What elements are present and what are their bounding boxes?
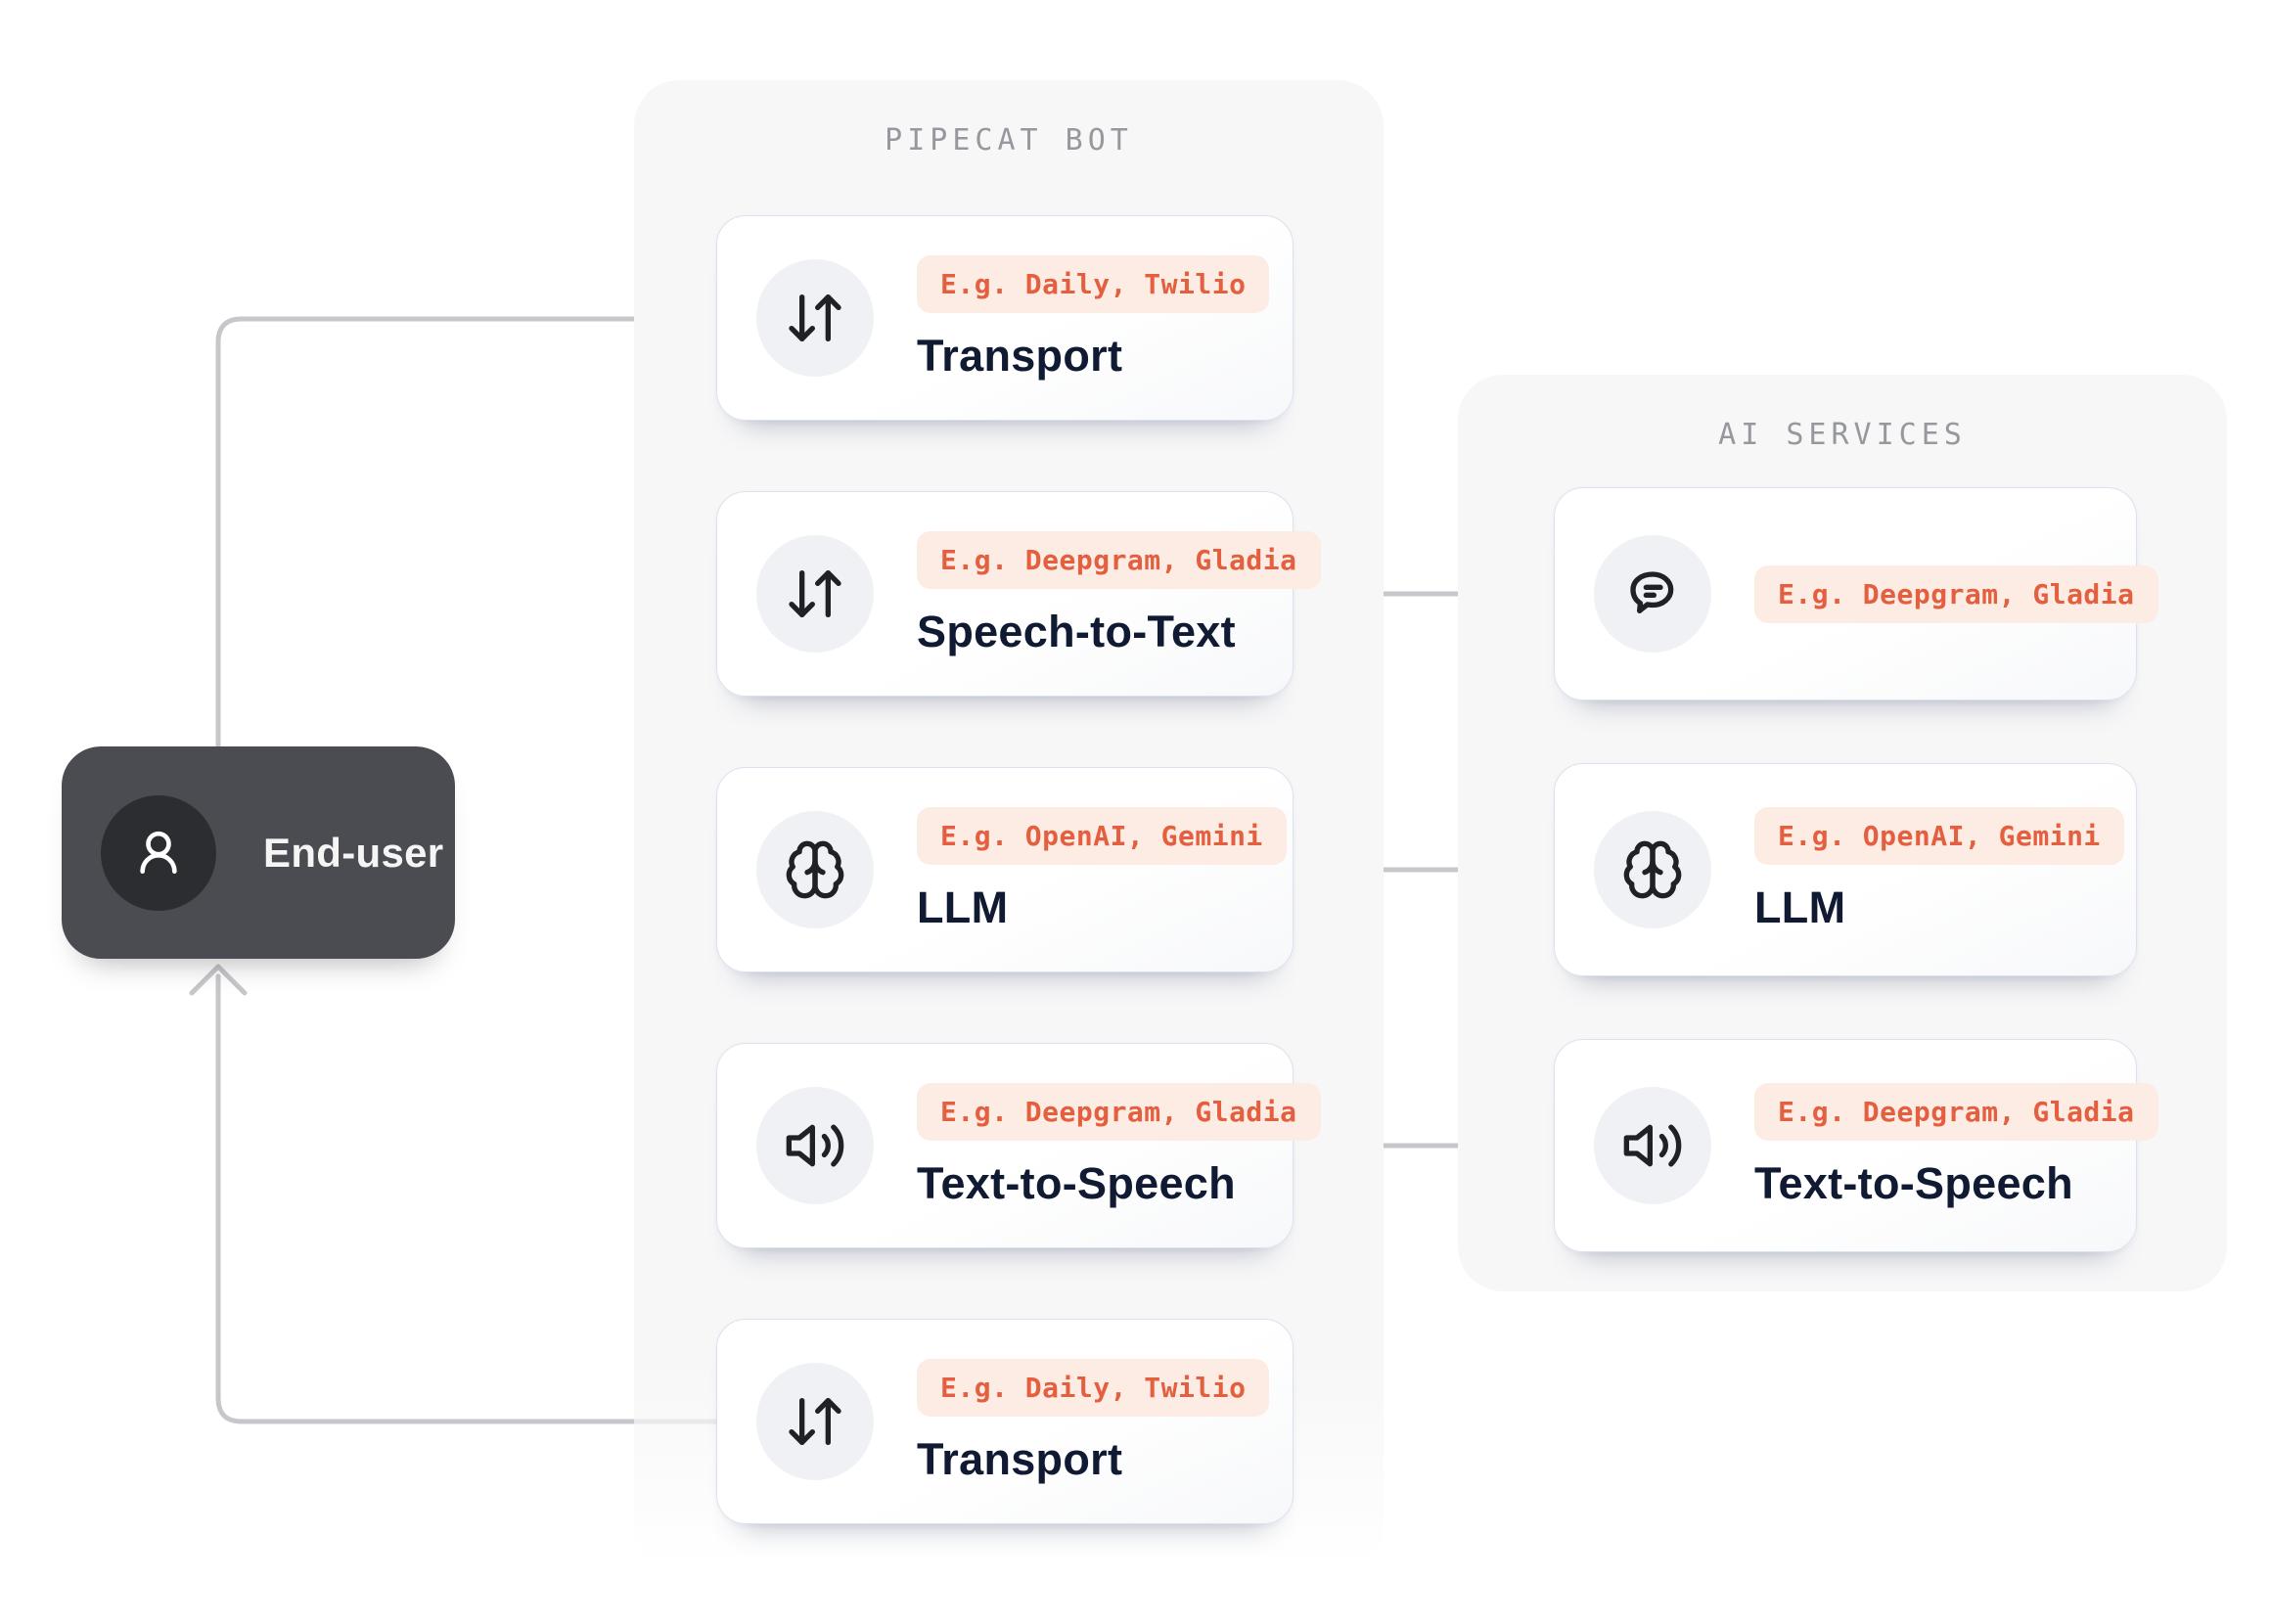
example-badge: E.g. Deepgram, Gladia	[1754, 1082, 2158, 1141]
ai-panel-title: AI SERVICES	[1718, 418, 1967, 452]
pipecat-bot-panel: PIPECAT BOT E.g. Daily, Twilio Transport…	[634, 80, 1384, 1570]
speaker-icon	[1594, 1087, 1711, 1204]
example-badge: E.g. OpenAI, Gemini	[917, 806, 1287, 865]
node-tts-service: E.g. Deepgram, Gladia Text-to-Speech	[1554, 1039, 2158, 1252]
node-title: LLM	[1754, 881, 1846, 932]
speaker-icon	[756, 1087, 874, 1204]
arrows-up-down-icon	[756, 535, 874, 653]
example-badge: E.g. Daily, Twilio	[917, 254, 1270, 313]
node-title: Text-to-Speech	[917, 1157, 1236, 1208]
node-speech-to-text: E.g. Deepgram, Gladia Speech-to-Text	[716, 491, 1321, 697]
example-badge: E.g. OpenAI, Gemini	[1754, 806, 2124, 865]
arrows-up-down-icon	[756, 259, 874, 377]
brain-icon	[756, 811, 874, 928]
node-transport-out: E.g. Daily, Twilio Transport	[716, 1319, 1294, 1524]
example-badge: E.g. Daily, Twilio	[917, 1358, 1270, 1417]
user-icon	[101, 794, 216, 911]
end-user-node: End-user	[62, 746, 455, 959]
node-transport-in: E.g. Daily, Twilio Transport	[716, 215, 1294, 421]
ai-services-panel: AI SERVICES E.g. Deepgram, Gladia	[1458, 375, 2227, 1291]
brain-icon	[1594, 811, 1711, 928]
node-llm-service: E.g. OpenAI, Gemini LLM	[1554, 763, 2137, 976]
node-llm: E.g. OpenAI, Gemini LLM	[716, 767, 1294, 972]
pipecat-panel-title: PIPECAT BOT	[885, 123, 1133, 158]
example-badge: E.g. Deepgram, Gladia	[917, 530, 1321, 589]
chat-bubble-icon	[1594, 535, 1711, 653]
arrow-user-to-transport	[215, 316, 708, 749]
arrows-up-down-icon	[756, 1363, 874, 1480]
example-badge: E.g. Deepgram, Gladia	[917, 1082, 1321, 1141]
example-badge: E.g. Deepgram, Gladia	[1754, 564, 2158, 623]
node-title: Transport	[917, 330, 1123, 381]
node-title: LLM	[917, 881, 1009, 932]
end-user-label: End-user	[263, 829, 444, 876]
node-title: Text-to-Speech	[1754, 1157, 2073, 1208]
node-title: Speech-to-Text	[917, 606, 1236, 656]
node-title: Transport	[917, 1433, 1123, 1484]
node-text-to-speech: E.g. Deepgram, Gladia Text-to-Speech	[716, 1043, 1321, 1248]
node-stt-service: E.g. Deepgram, Gladia	[1554, 487, 2158, 700]
arrowhead-up	[189, 964, 248, 996]
